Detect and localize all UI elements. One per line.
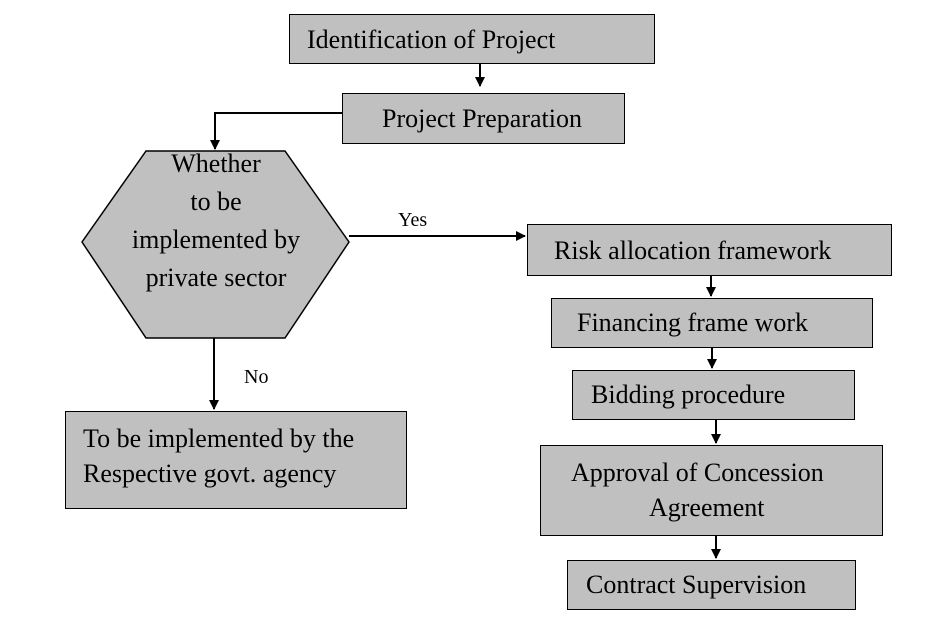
decision-hexagon bbox=[81, 150, 350, 339]
decision-text: Whether to be implemented by private sec… bbox=[104, 145, 328, 297]
identification-of-project-label: Identification of Project bbox=[307, 25, 556, 54]
approval-box: Approval of Concession Agreement bbox=[540, 445, 883, 536]
bidding-procedure-label: Bidding procedure bbox=[591, 380, 786, 409]
approval-line-1: Approval of Concession bbox=[571, 458, 824, 487]
financing-label: Financing frame work bbox=[577, 308, 809, 337]
identification-of-project-box: Identification of Project bbox=[289, 14, 655, 64]
no-label: No bbox=[244, 366, 269, 388]
risk-allocation-box: Risk allocation framework bbox=[527, 224, 892, 276]
decision-line-2: to be bbox=[190, 187, 242, 216]
risk-allocation-label: Risk allocation framework bbox=[554, 236, 832, 265]
decision-line-1: Whether bbox=[171, 149, 261, 178]
govt-agency-line-2: Respective govt. agency bbox=[83, 459, 337, 488]
approval-line-2: Agreement bbox=[649, 493, 765, 522]
project-preparation-box: Project Preparation bbox=[342, 93, 625, 144]
yes-label: Yes bbox=[398, 209, 428, 231]
financing-box: Financing frame work bbox=[551, 298, 873, 348]
bidding-procedure-box: Bidding procedure bbox=[572, 370, 855, 420]
decision-line-4: private sector bbox=[145, 263, 287, 292]
contract-supervision-label: Contract Supervision bbox=[586, 570, 807, 599]
project-preparation-label: Project Preparation bbox=[382, 104, 582, 133]
contract-supervision-box: Contract Supervision bbox=[567, 560, 856, 610]
arrow-preparation-to-decision bbox=[210, 112, 342, 150]
decision-line-3: implemented by bbox=[131, 225, 301, 254]
govt-agency-box: To be implemented by the Respective govt… bbox=[65, 411, 407, 509]
govt-agency-line-1: To be implemented by the bbox=[83, 424, 355, 453]
